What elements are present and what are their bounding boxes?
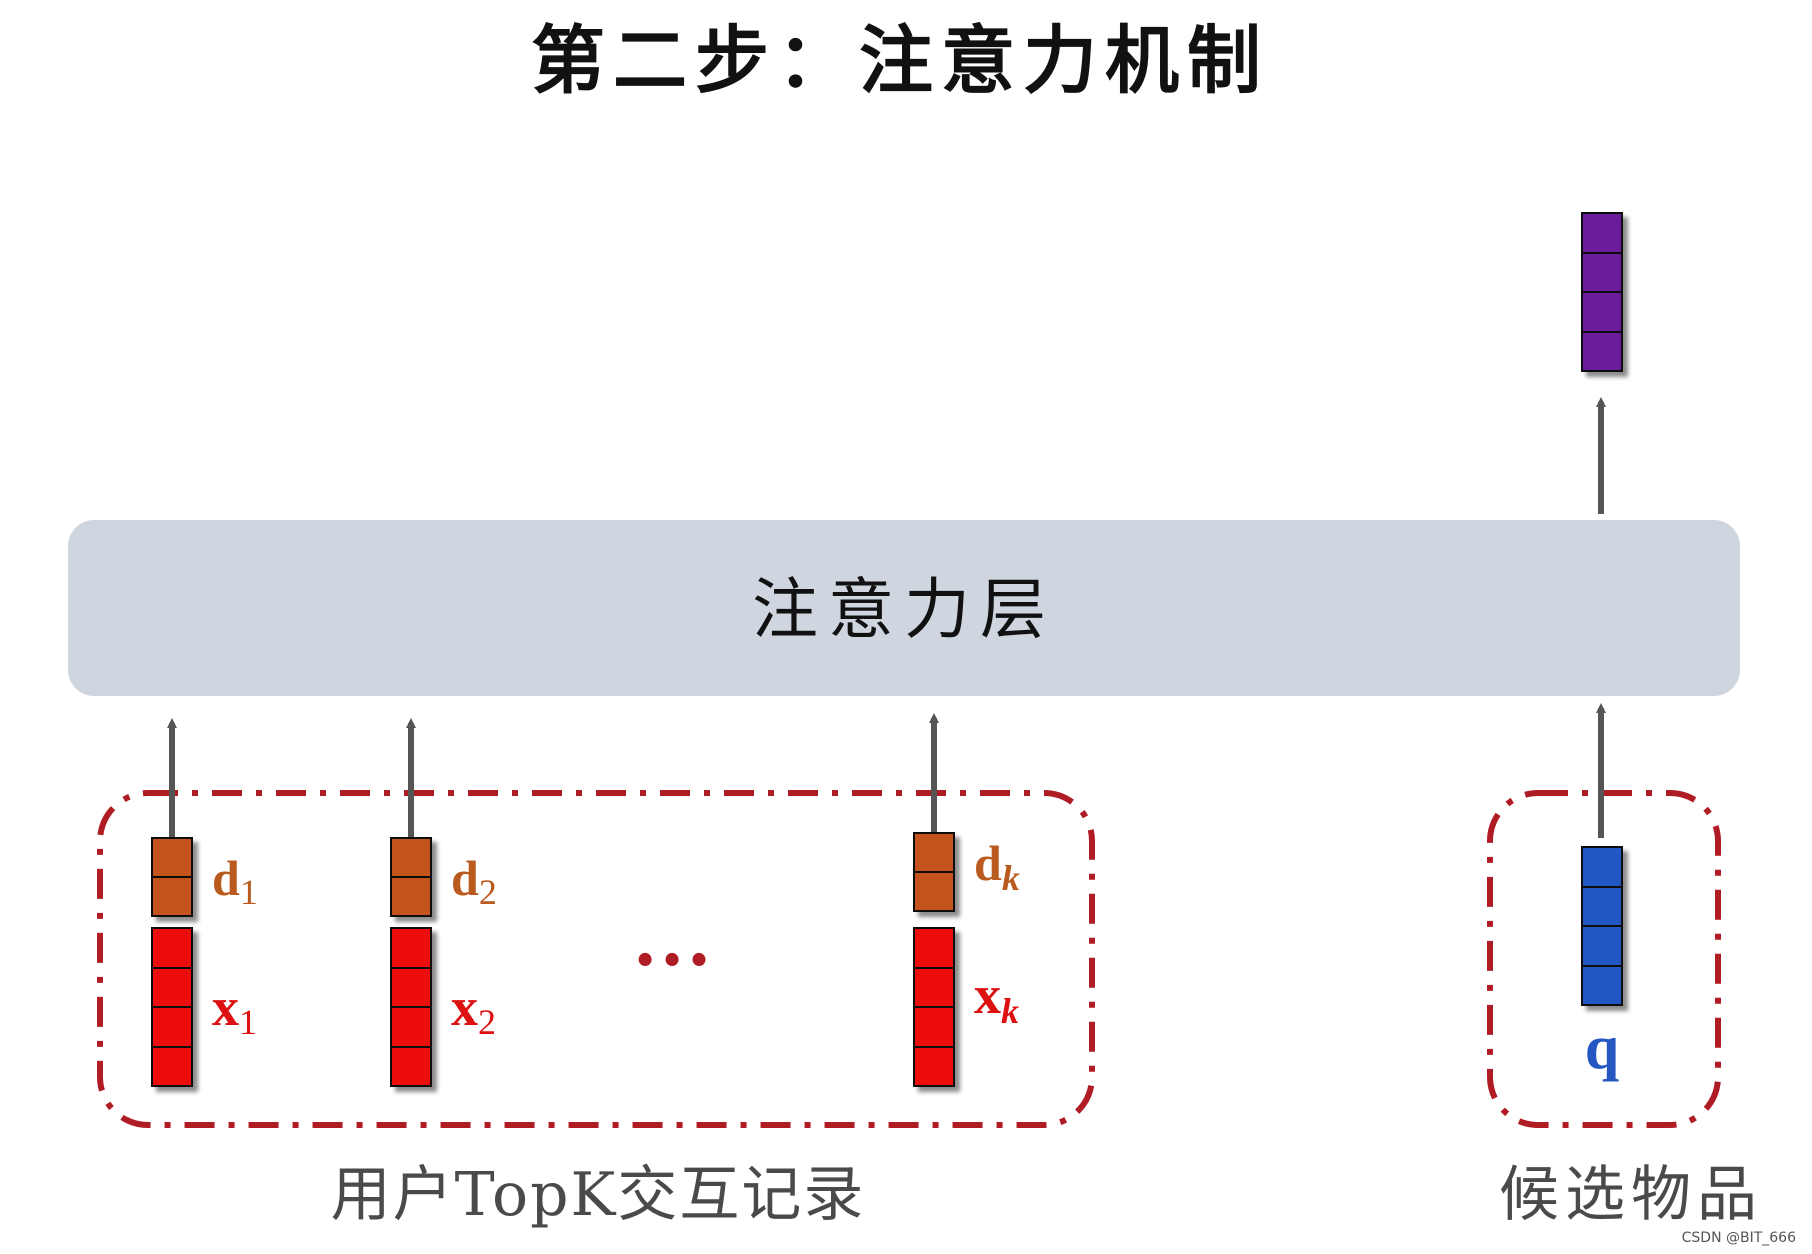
candidate-caption: 候选物品 (1499, 1160, 1763, 1230)
user-topk-group-border (97, 790, 1095, 1128)
candidate-q-label: q (1585, 1014, 1619, 1082)
item-1-d-block (151, 837, 193, 917)
item-2-d-block (390, 837, 432, 917)
item-k-x-label: xk (974, 965, 1019, 1031)
user-topk-caption: 用户TopK交互记录 (331, 1160, 866, 1230)
attention-layer-label: 注意力层 (752, 571, 1056, 648)
candidate-q-block (1581, 846, 1623, 1006)
items-ellipsis: … (632, 895, 712, 983)
item-2-x-label: x2 (451, 977, 496, 1042)
item-1-x-block (151, 927, 193, 1087)
attention-layer-bar (68, 520, 1740, 696)
output-vector (1581, 212, 1623, 372)
candidate-item: q (1581, 703, 1623, 1082)
page-title: 第二步：注意力机制 (531, 18, 1269, 104)
item-1-x-label: x1 (212, 977, 257, 1042)
interaction-item-2: d2 x2 (390, 718, 497, 1087)
item-k-x-block (913, 927, 955, 1087)
item-2-d-label: d2 (451, 850, 497, 912)
item-2-x-block (390, 927, 432, 1087)
interaction-item-k: dk xk (913, 713, 1020, 1087)
item-k-d-label: dk (974, 835, 1020, 898)
item-1-d-label: d1 (212, 850, 258, 912)
item-k-d-block (913, 832, 955, 912)
interaction-item-1: d1 x1 (151, 718, 258, 1087)
watermark: CSDN @BIT_666 (1682, 1230, 1796, 1246)
